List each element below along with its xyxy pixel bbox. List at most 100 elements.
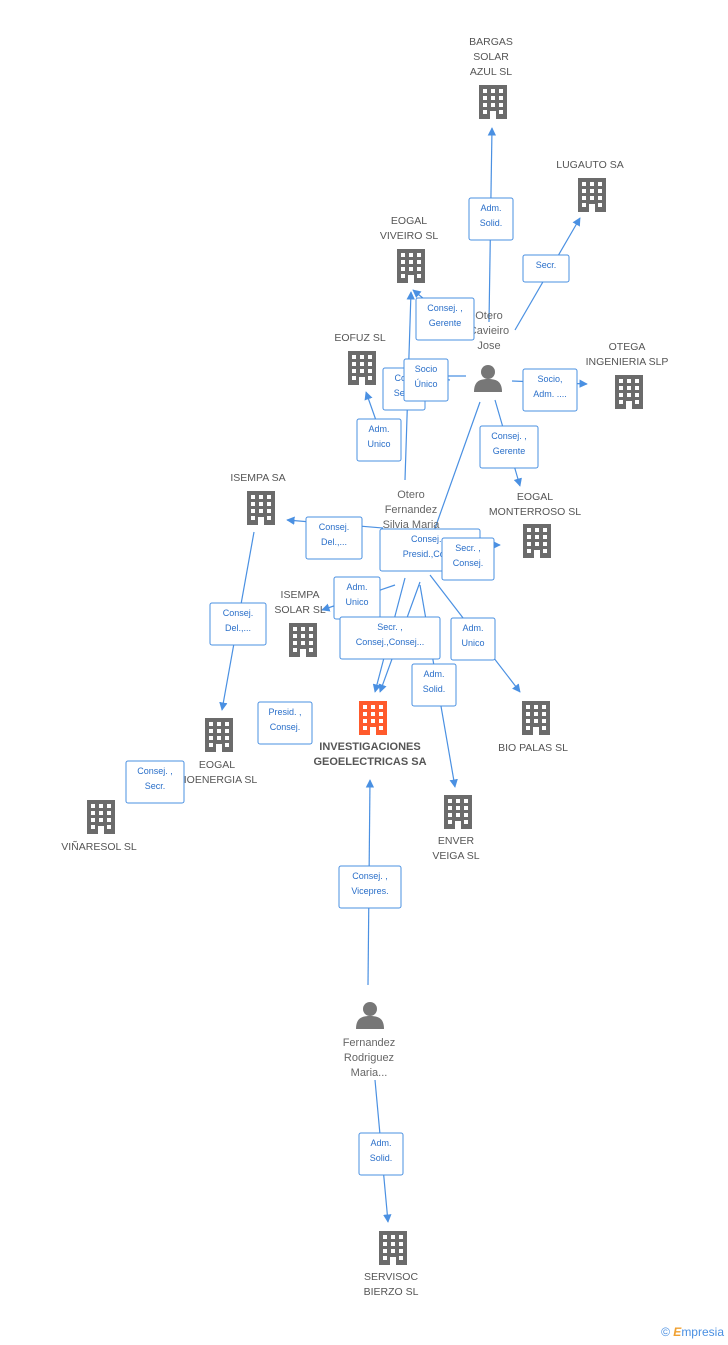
edge-label-line: Presid.,Con... [403, 549, 458, 559]
building-icon [397, 249, 425, 283]
edge-label-l_vinaresol[interactable]: Consej. ,Secr. [125, 760, 185, 804]
edge-label-line: Secr. , [455, 543, 481, 553]
company-name-line: EOGAL [199, 759, 235, 771]
person-name-line: Rodriguez [344, 1052, 394, 1064]
building-icon [523, 524, 551, 558]
edge-label-line: Secr. [536, 260, 557, 270]
edge-label-line: Secr. , [377, 622, 403, 632]
building-icon [522, 701, 550, 735]
edge-label-l_viveiro[interactable]: Consej. ,Gerente [415, 297, 475, 341]
company-name-line: BIERZO SL [364, 1286, 419, 1298]
company-node-isempa-solar[interactable]: ISEMPA SOLAR SL [274, 589, 326, 657]
person-name-line: Otero [475, 310, 503, 322]
company-name-line: EOGAL [391, 215, 427, 227]
company-node-lugauto[interactable]: LUGAUTO SA [556, 159, 624, 212]
edge-label-line: Socio [415, 364, 438, 374]
person-icon [474, 365, 502, 392]
brand-footer: © Empresia [661, 1325, 724, 1339]
edge-label-line: Del.,... [225, 623, 251, 633]
company-name-line: SOLAR SL [274, 604, 326, 616]
edge-label-box [403, 358, 449, 402]
company-name-line: INVESTIGACIONES [319, 741, 420, 753]
building-icon [289, 623, 317, 657]
edge-label-box [339, 616, 441, 660]
edge-label-l_lugauto[interactable]: Secr. [522, 254, 570, 283]
edge-label-line: Adm. [462, 623, 483, 633]
company-name-line: VEIGA SL [432, 850, 479, 862]
company-name-line: VIÑARESOL SL [61, 840, 137, 853]
edge-label-l_otega[interactable]: Socio, Adm. .... [522, 368, 578, 412]
edge-label-l_eofuz_adm[interactable]: Adm.Unico [356, 418, 402, 462]
building-icon [379, 1231, 407, 1265]
edge-label-line: Consej. [270, 722, 301, 732]
brand-logo-initial: E [673, 1325, 682, 1339]
building-icon [444, 795, 472, 829]
edge-label-l_isempa_solar[interactable]: Adm.Unico [333, 576, 381, 620]
edge-label-box [338, 865, 402, 909]
edge-label-l_presid_consej[interactable]: Presid. ,Consej. [257, 701, 313, 745]
company-name-line: VIVEIRO SL [380, 230, 439, 242]
copyright-icon: © [661, 1325, 670, 1339]
edge-label-l_secr_consej[interactable]: Secr. ,Consej. [441, 537, 495, 581]
person-name-line: Cavieiro [469, 325, 509, 337]
company-node-eogal-bioenergia[interactable]: EOGAL BIOENERGIA SL [177, 718, 258, 786]
edge-label-box [450, 617, 496, 661]
company-node-eofuz[interactable]: EOFUZ SL [334, 332, 386, 385]
building-icon [247, 491, 275, 525]
person-icon [356, 1002, 384, 1029]
edge-label-line: Adm. [423, 669, 444, 679]
edge-label-line: Vicepres. [351, 886, 388, 896]
edge-label-l_bio_palas[interactable]: Adm.Unico [450, 617, 496, 661]
person-name-line: Fernandez [343, 1037, 396, 1049]
company-node-isempa-sa[interactable]: ISEMPA SA [230, 472, 286, 525]
edge-label-line: Consej. , [427, 303, 463, 313]
edge-label-line: Solid. [480, 218, 503, 228]
company-name-line: ISEMPA SA [230, 472, 285, 484]
edge-label-box [479, 425, 539, 469]
company-node-vinaresol[interactable]: VIÑARESOL SL [61, 800, 137, 853]
company-node-bio-palas[interactable]: BIO PALAS SL [498, 701, 568, 754]
edge-label-line: Socio, [537, 374, 562, 384]
company-name-line: ISEMPA [281, 589, 320, 601]
edge-label-line: Adm. .... [533, 389, 567, 399]
edge-label-l_vicepres[interactable]: Consej. , Vicepres. [338, 865, 402, 909]
edge-label-l_isempa_sa[interactable]: Consej.Del.,... [305, 516, 363, 560]
building-icon [615, 375, 643, 409]
company-name-line: EOFUZ SL [334, 332, 386, 344]
company-name-line: BARGAS [469, 36, 513, 48]
edge-label-l_inv_secr[interactable]: Secr. ,Consej.,Consej... [339, 616, 441, 660]
edge-label-l_servisoc[interactable]: Adm.Solid. [358, 1132, 404, 1176]
person-name-line: Jose [477, 340, 500, 352]
edge-label-box [415, 297, 475, 341]
building-icon [578, 178, 606, 212]
building-icon [87, 800, 115, 834]
edge-label-box [441, 537, 495, 581]
edge-label-l_enver[interactable]: Adm.Solid. [411, 663, 457, 707]
person-node-fernandez-rodriguez[interactable]: FernandezRodriguezMaria... [343, 1002, 396, 1079]
company-node-enver[interactable]: ENVER VEIGA SL [432, 795, 480, 862]
edge-label-line: Consej. , [352, 871, 388, 881]
edge-label-box [125, 760, 185, 804]
edge-label-line: Solid. [370, 1153, 393, 1163]
edge-label-l_bargas[interactable]: Adm.Solid. [468, 197, 514, 241]
company-name-line: BIOENERGIA SL [177, 774, 258, 786]
brand-logo-text: mpresia [681, 1325, 724, 1339]
company-name-line: ENVER [438, 835, 475, 847]
company-node-eogal-viveiro[interactable]: EOGAL VIVEIRO SL [380, 215, 439, 283]
edge-label-box [257, 701, 313, 745]
edge-label-l_bioenergia[interactable]: Consej. Del.,... [209, 602, 267, 646]
edge-label-line: Consej. [223, 608, 254, 618]
company-name-line: INGENIERIA SLP [586, 356, 669, 368]
company-name-line: BIO PALAS SL [498, 742, 568, 754]
edge-label-l_monterroso[interactable]: Consej. ,Gerente [479, 425, 539, 469]
